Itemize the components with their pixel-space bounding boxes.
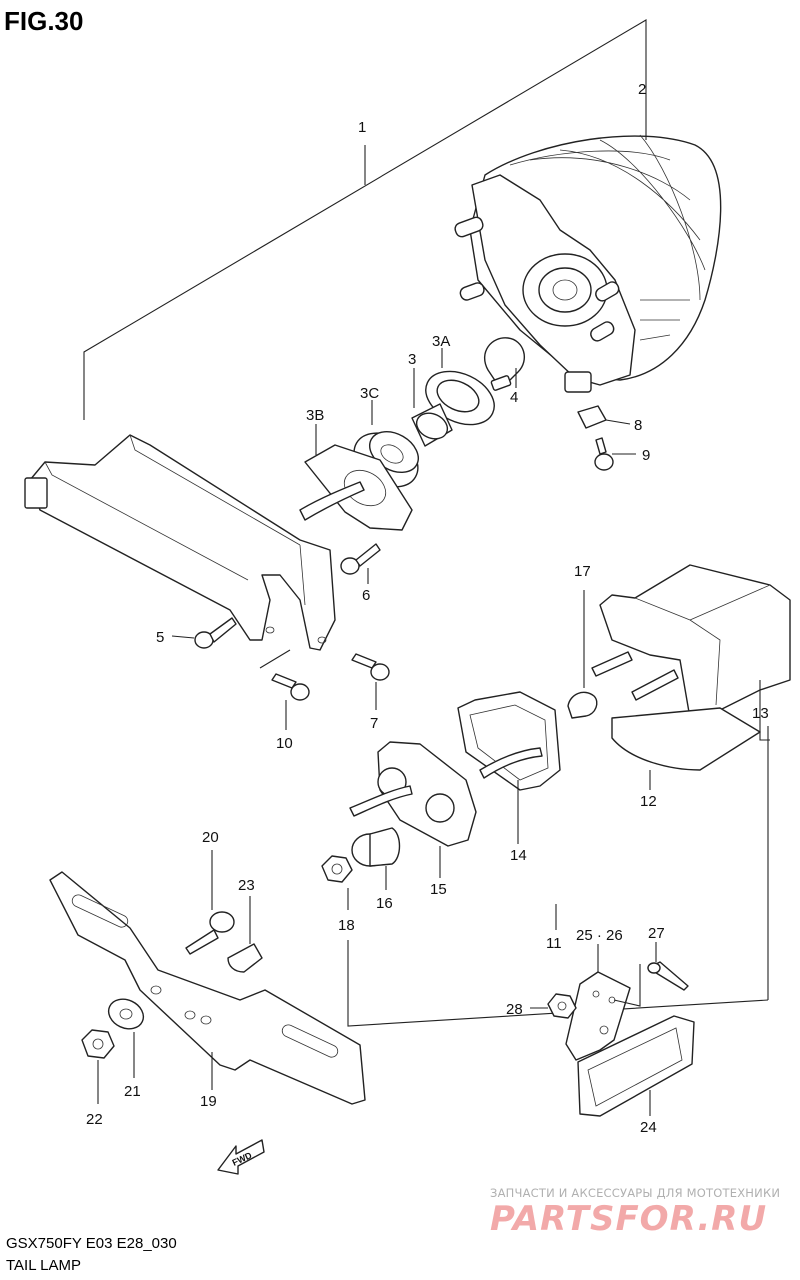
model-code: GSX750FY E03 E28_030 (6, 1235, 177, 1252)
watermark-brand: PARTSFOR.RU (490, 1199, 767, 1239)
part-bolt-20 (185, 850, 235, 955)
callout-20: 20 (202, 829, 219, 846)
callout-25-26: 25 · 26 (576, 927, 623, 944)
callout-17: 17 (574, 563, 591, 580)
callout-19: 19 (200, 1093, 217, 1110)
assembly-1-bracket (83, 19, 647, 420)
callout-21: 21 (124, 1083, 141, 1100)
part-screw-5 (171, 617, 237, 649)
callout-23: 23 (238, 877, 255, 894)
watermark: ЗАПЧАСТИ И АКСЕССУАРЫ ДЛЯ МОТОТЕХНИКИ PA… (490, 1186, 780, 1239)
part-screw-27 (647, 942, 689, 991)
callout-15: 15 (430, 881, 447, 898)
callout-7: 7 (370, 715, 378, 732)
part-lamp-bracket (24, 434, 336, 651)
callout-3: 3 (408, 351, 416, 368)
callout-3b: 3B (306, 407, 324, 424)
callout-28: 28 (506, 1001, 523, 1018)
assembly-11-bracket (347, 940, 769, 1027)
part-socket (411, 368, 453, 447)
callout-4: 4 (510, 389, 518, 406)
callout-labels: 1 2 3 3A 3B 3C 4 5 6 7 8 9 10 11 12 13 1… (86, 81, 769, 1136)
screw-10-leader (259, 649, 291, 669)
part-clip-8 (577, 405, 631, 429)
part-license-lamp-housing (591, 564, 791, 1000)
part-washer-21 (107, 998, 145, 1078)
callout-6: 6 (362, 587, 370, 604)
part-lens-housing (454, 134, 722, 393)
part-screw-9 (594, 437, 636, 471)
watermark-tagline: ЗАПЧАСТИ И АКСЕССУАРЫ ДЛЯ МОТОТЕХНИКИ (490, 1186, 780, 1200)
part-bulb (483, 337, 526, 391)
part-nut-18 (321, 855, 353, 910)
callout-12: 12 (640, 793, 657, 810)
callout-16: 16 (376, 895, 393, 912)
part-reflector-bracket (565, 944, 641, 1061)
callout-2: 2 (638, 81, 646, 98)
callout-13: 13 (752, 705, 769, 722)
part-screw-10 (271, 673, 310, 730)
fwd-arrow-icon: FWD (217, 1139, 265, 1175)
callout-22: 22 (86, 1111, 103, 1128)
callout-18: 18 (338, 917, 355, 934)
callout-8: 8 (634, 417, 642, 434)
part-damper-23 (227, 896, 263, 973)
part-license-bracket (49, 871, 366, 1105)
part-screw-6 (340, 543, 381, 584)
part-cover-plate (299, 424, 413, 531)
callout-3a: 3A (432, 333, 450, 350)
part-screw-7 (351, 653, 390, 710)
part-license-bulb (567, 590, 598, 719)
callout-10: 10 (276, 735, 293, 752)
part-nut-22 (81, 1029, 115, 1104)
callout-1: 1 (358, 119, 366, 136)
callout-11: 11 (546, 935, 562, 952)
figure-caption: TAIL LAMP (6, 1257, 81, 1274)
callout-27: 27 (648, 925, 665, 942)
part-nut-28 (530, 993, 577, 1019)
part-license-gasket (349, 741, 477, 878)
callout-5: 5 (156, 629, 164, 646)
callout-14: 14 (510, 847, 527, 864)
part-license-socket-housing (457, 691, 561, 844)
part-grommet-16 (351, 827, 401, 890)
part-license-lens (611, 707, 761, 790)
callout-24: 24 (640, 1119, 657, 1136)
part-reflector (577, 1015, 695, 1117)
callout-3c: 3C (360, 385, 379, 402)
figure-title: FIG.30 (4, 6, 83, 36)
callout-9: 9 (642, 447, 650, 464)
